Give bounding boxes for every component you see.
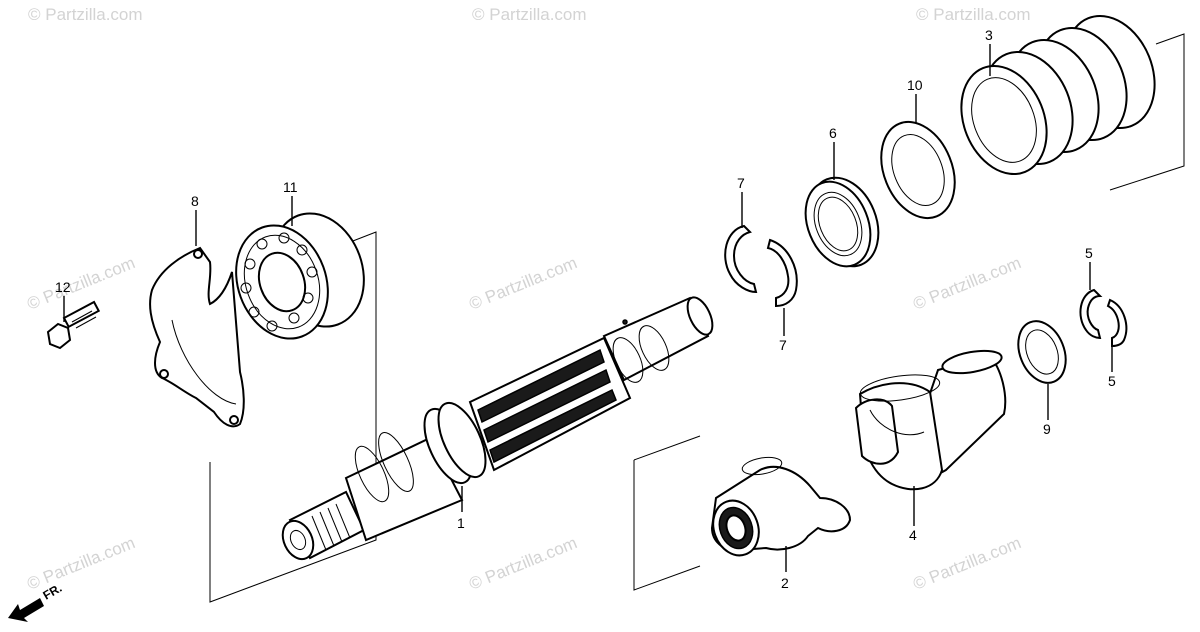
callout-5: 5 <box>1108 373 1116 389</box>
callout-2: 2 <box>781 575 789 591</box>
callout-7: 7 <box>779 337 787 353</box>
collar-frame <box>633 460 701 591</box>
callout-5: 5 <box>1085 245 1093 261</box>
watermark: © Partzilla.com <box>466 253 579 314</box>
watermark: © Partzilla.com <box>910 253 1023 314</box>
callout-11: 11 <box>283 179 298 195</box>
spring-frame <box>1109 33 1185 191</box>
watermark: © Partzilla.com <box>466 533 579 594</box>
callout-8: 8 <box>191 193 199 209</box>
callout-7: 7 <box>737 175 745 191</box>
part-5-circlips <box>1079 288 1128 348</box>
watermark: © Partzilla.com <box>24 533 137 594</box>
watermark: © Partzilla.com <box>910 533 1023 594</box>
part-1-mainshaft <box>281 296 714 561</box>
callout-12: 12 <box>55 279 71 295</box>
callout-4: 4 <box>909 527 917 543</box>
collar-frame-top <box>633 435 701 461</box>
leader-lines <box>63 44 1113 572</box>
part-4-cam-sleeve <box>854 349 1007 491</box>
front-arrow-icon <box>8 598 44 622</box>
callout-10: 10 <box>907 77 923 93</box>
group-frames <box>209 33 1185 603</box>
watermark: © Partzilla.com <box>916 5 1031 24</box>
part-12-bolt <box>46 300 101 350</box>
part-6-oil-seal <box>804 176 880 268</box>
callout-9: 9 <box>1043 421 1051 437</box>
part-2-splined-collar <box>710 456 852 557</box>
callouts: 1 2 3 4 5 5 6 7 7 8 9 10 11 12 <box>55 27 1116 591</box>
part-8-set-plate <box>149 246 245 428</box>
callout-6: 6 <box>829 125 837 141</box>
watermark: © Partzilla.com <box>472 5 587 24</box>
callout-1: 1 <box>457 515 465 531</box>
part-7-circlips <box>724 224 798 308</box>
part-3-coil-spring <box>960 14 1156 176</box>
watermark: © Partzilla.com <box>28 5 143 24</box>
callout-3: 3 <box>985 27 993 43</box>
bearing-frame <box>209 231 377 603</box>
part-11-ball-bearing <box>235 212 365 340</box>
part-9-thrust-washer <box>1017 320 1067 384</box>
watermark: © Partzilla.com <box>24 253 137 314</box>
part-10-washer <box>880 120 956 220</box>
